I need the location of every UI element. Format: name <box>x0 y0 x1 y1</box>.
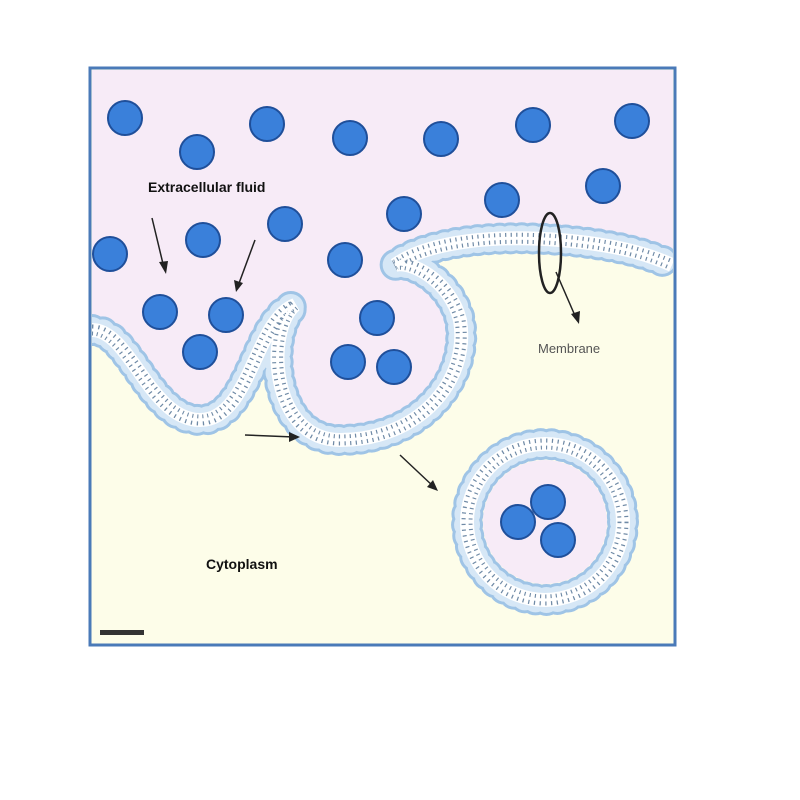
particle <box>179 134 215 170</box>
arrow-3 <box>244 434 295 438</box>
particle <box>359 300 395 336</box>
arrow-4 <box>399 454 435 488</box>
particle <box>332 120 368 156</box>
particle <box>376 349 412 385</box>
label-membrane: Membrane <box>538 341 600 356</box>
particle <box>484 182 520 218</box>
particle <box>107 100 143 136</box>
particle <box>585 168 621 204</box>
extracellular-region <box>92 70 673 440</box>
particle <box>267 206 303 242</box>
particle <box>142 294 178 330</box>
arrow-1 <box>151 217 165 269</box>
particle <box>185 222 221 258</box>
arrowheads <box>159 261 580 491</box>
particle <box>530 484 566 520</box>
vesicle <box>451 428 639 616</box>
particle <box>614 103 650 139</box>
particles <box>92 100 650 558</box>
label-cytoplasm: Cytoplasm <box>206 556 278 572</box>
particle <box>92 236 128 272</box>
watermark-logo <box>100 630 144 635</box>
arrows <box>151 211 577 488</box>
particle <box>327 242 363 278</box>
particle <box>208 297 244 333</box>
label-extracellular-fluid: Extracellular fluid <box>148 179 265 195</box>
arrow-2 <box>237 239 256 287</box>
particle <box>423 121 459 157</box>
particle <box>500 504 536 540</box>
membrane-marker <box>537 211 563 295</box>
particle <box>182 334 218 370</box>
particle <box>540 522 576 558</box>
cell-membrane <box>92 222 673 457</box>
particle <box>515 107 551 143</box>
particle <box>386 196 422 232</box>
particle <box>249 106 285 142</box>
particle <box>330 344 366 380</box>
